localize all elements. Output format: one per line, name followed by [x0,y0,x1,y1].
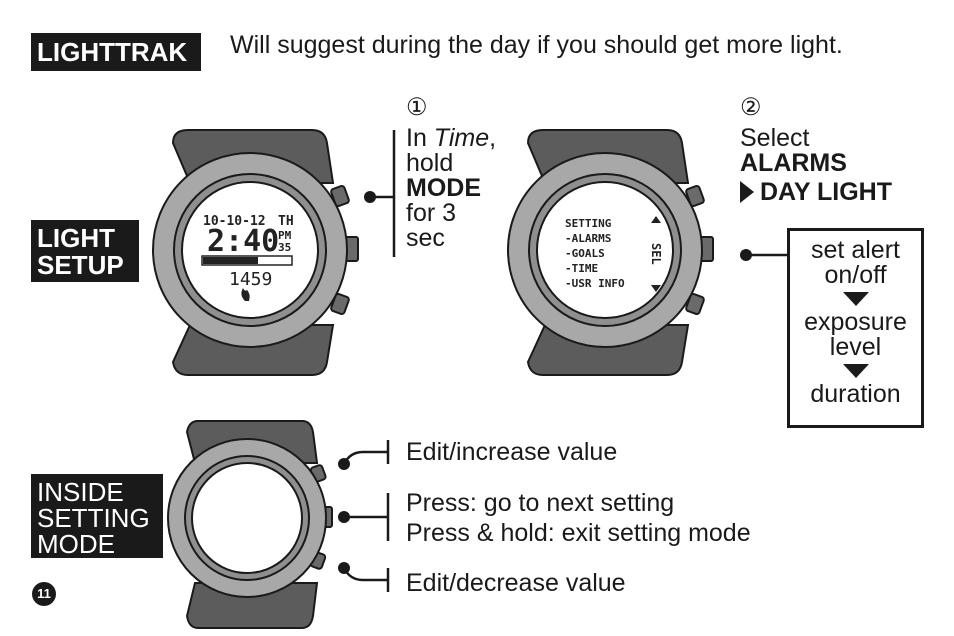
lighttrak-description: Will suggest during the day if you shoul… [230,31,843,59]
option-exposure-line2: level [829,333,882,361]
options-pointer [740,249,793,261]
step1-line2: hold [406,149,454,177]
step1-pointer [364,130,396,257]
light-setup-label-line1: LIGHT [37,223,115,253]
lighttrak-badge: LIGHTTRAK [31,33,201,71]
middle-button-description-line2: Press & hold: exit setting mode [406,519,751,547]
step1-line1-italic: Time [433,124,490,152]
top-button-description: Edit/increase value [406,438,618,466]
light-setup-label-line2: SETUP [37,250,124,280]
inside-label-line3: MODE [37,529,115,559]
option-alert-line2: on/off [824,261,887,289]
watch1-date: 10-10-12 [203,214,266,229]
watch2-menu-item: -TIME [565,262,598,275]
watch-settings-menu: SETTING -ALARMS -GOALS -TIME -USR INFO S… [507,129,714,376]
page-number-text: 11 [37,586,51,601]
watch2-sel-label: SEL [649,243,663,265]
watch-time-mode: 10-10-12 TH 2:40 PM 35 1459 [152,129,359,376]
step1-line1-suffix: , [489,124,497,152]
daylight-options-box: set alert on/off exposure level duration [787,228,924,428]
step2-instructions: ② Select ALARMS DAY LIGHT [740,96,892,205]
scroll-down-icon [651,285,661,292]
down-arrow-icon [842,292,869,306]
watch1-steps: 1459 [229,269,272,290]
step1-line5: sec [406,224,445,252]
button-callouts [338,440,390,592]
watch1-day: TH [278,214,294,229]
inside-label-line2: SETTING [37,503,150,533]
lighttrak-badge-text: LIGHTTRAK [37,37,188,67]
flame-icon [241,288,250,301]
watch2-menu-item: -GOALS [565,247,605,260]
step1-line4: for 3 [406,199,457,227]
watch2-menu-item: -USR INFO [565,277,625,290]
play-arrow-icon [740,181,754,203]
page-number: 11 [32,582,56,606]
step1-mode: MODE [406,174,481,202]
step1-line1-prefix: In [406,124,434,152]
watch1-ampm: PM [278,229,292,242]
step2-alarms: ALARMS [740,149,847,177]
step2-daylight-row: DAY LIGHT [740,180,892,205]
watch1-time: 2:40 [207,224,279,259]
step2-daylight: DAY LIGHT [760,178,892,206]
step2-number: ② [740,94,762,121]
option-alert: set alert on/off [790,238,921,288]
watch2-menu-item: SETTING [565,217,612,230]
option-alert-line1: set alert [811,236,900,264]
watch1-seconds: 35 [278,241,291,254]
bottom-button-description: Edit/decrease value [406,569,626,597]
option-exposure-line1: exposure [804,308,907,336]
watch-blank [167,420,333,629]
inside-label-line1: INSIDE [37,477,124,507]
step2-select: Select [740,124,810,152]
step1-number: ① [406,94,428,121]
step1-line1: In Time, [406,126,496,151]
option-duration: duration [810,380,901,408]
down-arrow-icon [842,364,869,378]
inside-setting-mode-label: INSIDE SETTING MODE [31,474,163,558]
step1-instructions: ① In Time, hold MODE for 3 sec [406,96,496,251]
light-setup-label: LIGHT SETUP [31,220,139,282]
watch2-menu-item: -ALARMS [565,232,611,245]
option-exposure: exposure level [790,310,921,360]
scroll-up-icon [651,216,661,223]
middle-button-description-line1: Press: go to next setting [406,489,675,517]
